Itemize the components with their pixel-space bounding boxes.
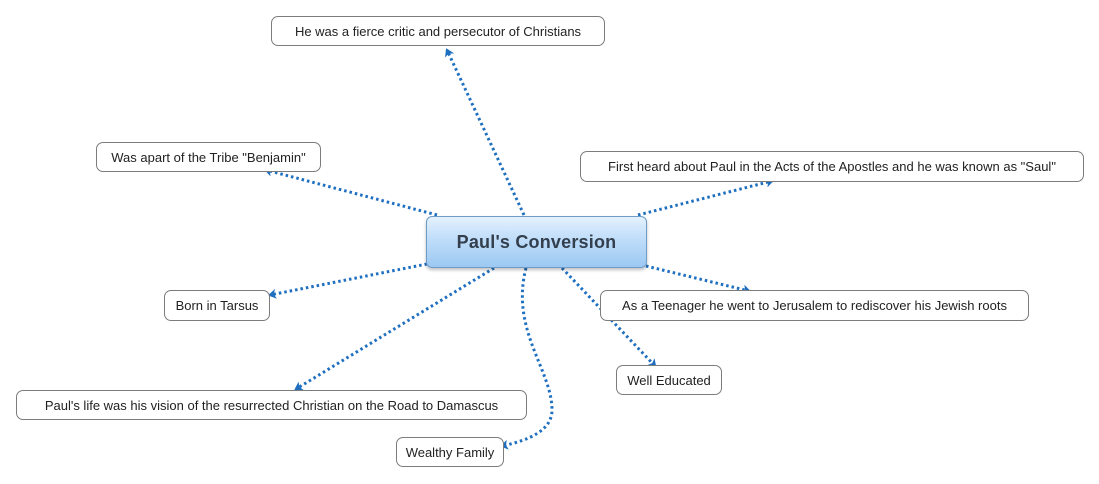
topic-well-educated[interactable]: Well Educated	[616, 365, 722, 395]
central-topic-pauls-conversion[interactable]: Paul's Conversion	[426, 216, 647, 268]
topic-label: Wealthy Family	[405, 444, 495, 460]
topic-label: Paul's life was his vision of the resurr…	[44, 397, 499, 413]
connector-tribe	[264, 166, 438, 217]
connector-vision	[294, 266, 495, 391]
topic-vision-damascus[interactable]: Paul's life was his vision of the resurr…	[16, 390, 527, 420]
connector-tarsus	[268, 262, 428, 299]
connector-acts	[637, 177, 774, 217]
central-topic-label: Paul's Conversion	[456, 231, 617, 252]
topic-label: Well Educated	[627, 372, 711, 388]
topic-acts-of-apostles[interactable]: First heard about Paul in the Acts of th…	[580, 151, 1084, 182]
topic-teenager-jerusalem[interactable]: As a Teenager he went to Jerusalem to re…	[600, 290, 1029, 321]
topic-tribe-benjamin[interactable]: Was apart of the Tribe "Benjamin"	[96, 142, 321, 172]
topic-label: As a Teenager he went to Jerusalem to re…	[622, 298, 1007, 313]
topic-wealthy-family[interactable]: Wealthy Family	[396, 437, 504, 467]
topic-label: Was apart of the Tribe "Benjamin"	[111, 149, 306, 165]
topic-label: Born in Tarsus	[175, 298, 259, 313]
topic-label: First heard about Paul in the Acts of th…	[608, 159, 1056, 174]
connector-teen	[645, 264, 751, 295]
topic-critic-persecutor[interactable]: He was a fierce critic and persecutor of…	[271, 16, 605, 46]
topic-born-in-tarsus[interactable]: Born in Tarsus	[164, 290, 270, 321]
connector-critic	[445, 48, 526, 216]
topic-label: He was a fierce critic and persecutor of…	[294, 23, 582, 39]
